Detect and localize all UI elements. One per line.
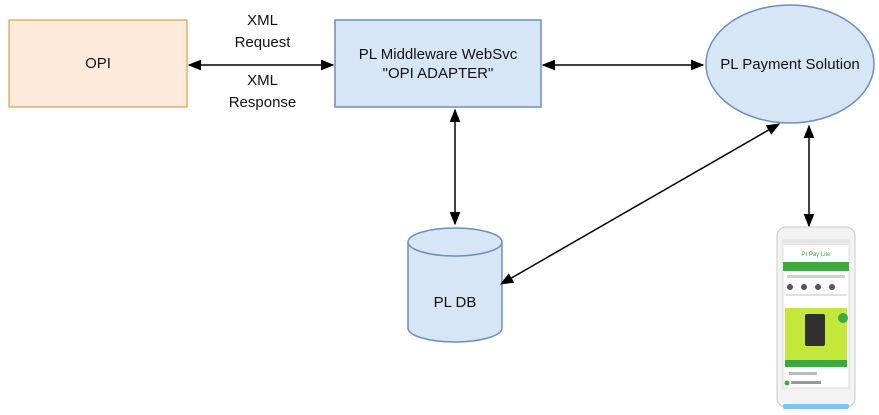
- payment-solution-label: PL Payment Solution: [720, 55, 860, 73]
- opi-label: OPI: [85, 55, 111, 72]
- payment-solution-ellipse: [705, 4, 875, 124]
- xml-request-label: XML Request: [234, 12, 291, 51]
- middleware-box: [334, 19, 542, 108]
- database-label: PL DB: [433, 293, 477, 311]
- middleware-label: PL Middleware WebSvc "OPI ADAPTER": [358, 45, 518, 82]
- xml-response-label: XML Response: [228, 72, 297, 111]
- database-cylinder: [407, 227, 503, 343]
- payment-terminal-icon: PI Pay Lite: [776, 226, 856, 409]
- opi-box: [8, 19, 188, 108]
- payment-db-connector: [499, 123, 781, 285]
- device-app-title: PI Pay Lite: [801, 252, 831, 258]
